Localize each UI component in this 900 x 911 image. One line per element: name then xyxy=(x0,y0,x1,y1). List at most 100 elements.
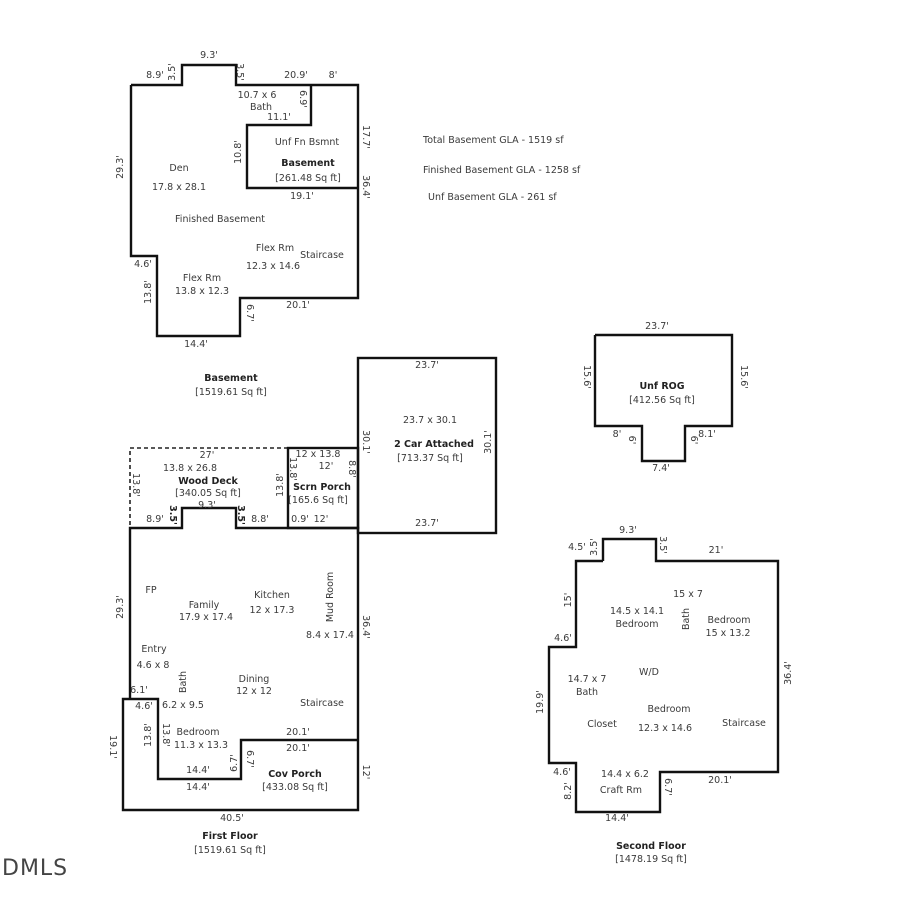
first-floor-label: Family xyxy=(189,600,220,611)
first-floor-label: Staircase xyxy=(300,698,344,709)
basement-label: 4.6' xyxy=(134,259,152,270)
wood-deck-label: 13.8 x 26.8 xyxy=(163,463,217,474)
wood-deck-label: 13.8' xyxy=(130,473,141,497)
wood-deck-label: [340.05 Sq ft] xyxy=(175,488,241,499)
basement-label: Basement xyxy=(281,158,335,169)
second-floor-outline xyxy=(547,537,780,814)
basement-label: 8' xyxy=(329,70,338,81)
rog-label: 15.6' xyxy=(581,365,592,389)
second-floor-label: Bath xyxy=(681,608,692,630)
second-floor-label: 8.2' xyxy=(563,782,574,800)
rog-label: 6' xyxy=(688,436,699,445)
second-floor-label: 4.5' xyxy=(568,542,586,553)
second-floor-label: 19.9' xyxy=(535,690,546,714)
gla-notes-label: Finished Basement GLA - 1258 sf xyxy=(423,165,581,176)
basement-label: 29.3' xyxy=(115,155,126,179)
basement-label: [1519.61 Sq ft] xyxy=(195,387,267,398)
first-floor-label: Dining xyxy=(239,674,270,685)
second-floor-label: 4.6' xyxy=(553,767,571,778)
second-floor-label: 3.5' xyxy=(589,538,600,556)
basement-label: 20.9' xyxy=(284,70,308,81)
second-floor-label: W/D xyxy=(639,667,659,678)
first-floor-label: 36.4' xyxy=(360,615,371,639)
first-floor-label: 40.5' xyxy=(220,813,244,824)
wood-deck-label: 8.9' xyxy=(146,514,164,525)
first-floor-label: [1519.61 Sq ft] xyxy=(194,845,266,856)
wood-deck-outline xyxy=(129,447,288,529)
first-floor-label: Bath xyxy=(178,671,189,693)
first-floor-outline xyxy=(121,506,360,812)
first-floor-label: Cov Porch xyxy=(268,769,322,780)
basement-label: 8.9' xyxy=(146,70,164,81)
second-floor-label: 14.4 x 6.2 xyxy=(601,769,649,780)
rog-label: 7.4' xyxy=(652,463,670,474)
garage-label: 2 Car Attached xyxy=(394,439,474,450)
second-floor-label: Bedroom xyxy=(648,704,691,715)
second-floor-label: Second Floor xyxy=(616,841,686,852)
second-floor-label: 15 x 7 xyxy=(673,589,703,600)
labels-layer: Total Basement GLA - 1519 sf Finished Bas… xyxy=(107,50,794,865)
basement-label: Flex Rm xyxy=(256,243,294,254)
screen-porch-label: 8.8' xyxy=(346,460,357,478)
basement-label: 6.9' xyxy=(297,90,308,108)
wood-deck-label: 3.5' xyxy=(167,505,178,525)
second-floor-label: Staircase xyxy=(722,718,766,729)
first-floor-label: 6.2 x 9.5 xyxy=(162,700,204,711)
basement-label: [261.48 Sq ft] xyxy=(275,173,341,184)
second-floor-label: [1478.19 Sq ft] xyxy=(615,854,687,865)
second-floor-label: 14.5 x 14.1 xyxy=(610,606,664,617)
gla-notes-label: Unf Basement GLA - 261 sf xyxy=(428,192,557,203)
first-floor-label: FP xyxy=(145,585,156,596)
basement-label: 36.4' xyxy=(360,175,371,199)
first-floor-label: 12' xyxy=(360,765,371,780)
basement-label: 17.8 x 28.1 xyxy=(152,182,206,193)
basement-label: 13.8 x 12.3 xyxy=(175,286,229,297)
basement-label: Basement xyxy=(204,373,258,384)
unfinished-basement-walls xyxy=(245,85,358,190)
second-floor-label: 3.5' xyxy=(657,536,668,554)
first-floor-label: 8.4 x 17.4 xyxy=(306,630,354,641)
second-floor-label: Bedroom xyxy=(616,619,659,630)
first-floor-label: 20.1' xyxy=(286,727,310,738)
wood-deck-label: 3.5' xyxy=(235,505,246,525)
basement-label: Bath xyxy=(250,102,272,113)
rog-label: 15.6' xyxy=(738,365,749,389)
first-floor-label: [433.08 Sq ft] xyxy=(262,782,328,793)
first-floor-label: Bedroom xyxy=(177,727,220,738)
basement-label: 12.3 x 14.6 xyxy=(246,261,300,272)
second-floor-label: 15 x 13.2 xyxy=(706,628,751,639)
screen-porch-label: 13.8' xyxy=(287,457,298,481)
basement-label: Den xyxy=(169,163,188,174)
first-floor-label: 6.7' xyxy=(244,750,255,768)
basement-label: 19.1' xyxy=(290,191,314,202)
basement-label: 10.8' xyxy=(233,140,244,164)
basement-label: Unf Fn Bsmnt xyxy=(275,137,340,148)
first-floor-label: 12 x 17.3 xyxy=(250,605,295,616)
basement-label: 9.3' xyxy=(200,50,218,61)
first-floor-label: 20.1' xyxy=(286,743,310,754)
basement-label: 20.1' xyxy=(286,300,310,311)
second-floor-label: 14.7 x 7 xyxy=(568,674,607,685)
second-floor-label: Bedroom xyxy=(708,615,751,626)
basement-label: 17.7' xyxy=(360,125,371,149)
first-floor-label: 14.4' xyxy=(186,782,210,793)
screen-porch-label: 12' xyxy=(314,514,329,525)
screen-porch-label: 12 x 13.8 xyxy=(296,449,341,460)
second-floor-label: 12.3 x 14.6 xyxy=(638,723,692,734)
rog-label: 6' xyxy=(626,436,637,445)
first-floor-label: 6.1' xyxy=(130,685,148,696)
garage-label: 30.1' xyxy=(483,430,494,454)
second-floor-label: 21' xyxy=(709,545,724,556)
first-floor-label: 6.7' xyxy=(229,754,240,772)
basement-label: 3.5' xyxy=(234,63,245,81)
garage-label: 30.1' xyxy=(360,430,371,454)
first-floor-label: 4.6' xyxy=(135,701,153,712)
first-floor-label: 13.8' xyxy=(143,723,154,747)
gla-notes-label: Total Basement GLA - 1519 sf xyxy=(422,135,564,146)
second-floor-label: 20.1' xyxy=(708,775,732,786)
wood-deck-label: 9.3' xyxy=(198,500,216,511)
basement-label: Finished Basement xyxy=(175,214,265,225)
screen-porch-label: [165.6 Sq ft] xyxy=(288,495,348,506)
wood-deck-label: 8.8' xyxy=(251,514,269,525)
